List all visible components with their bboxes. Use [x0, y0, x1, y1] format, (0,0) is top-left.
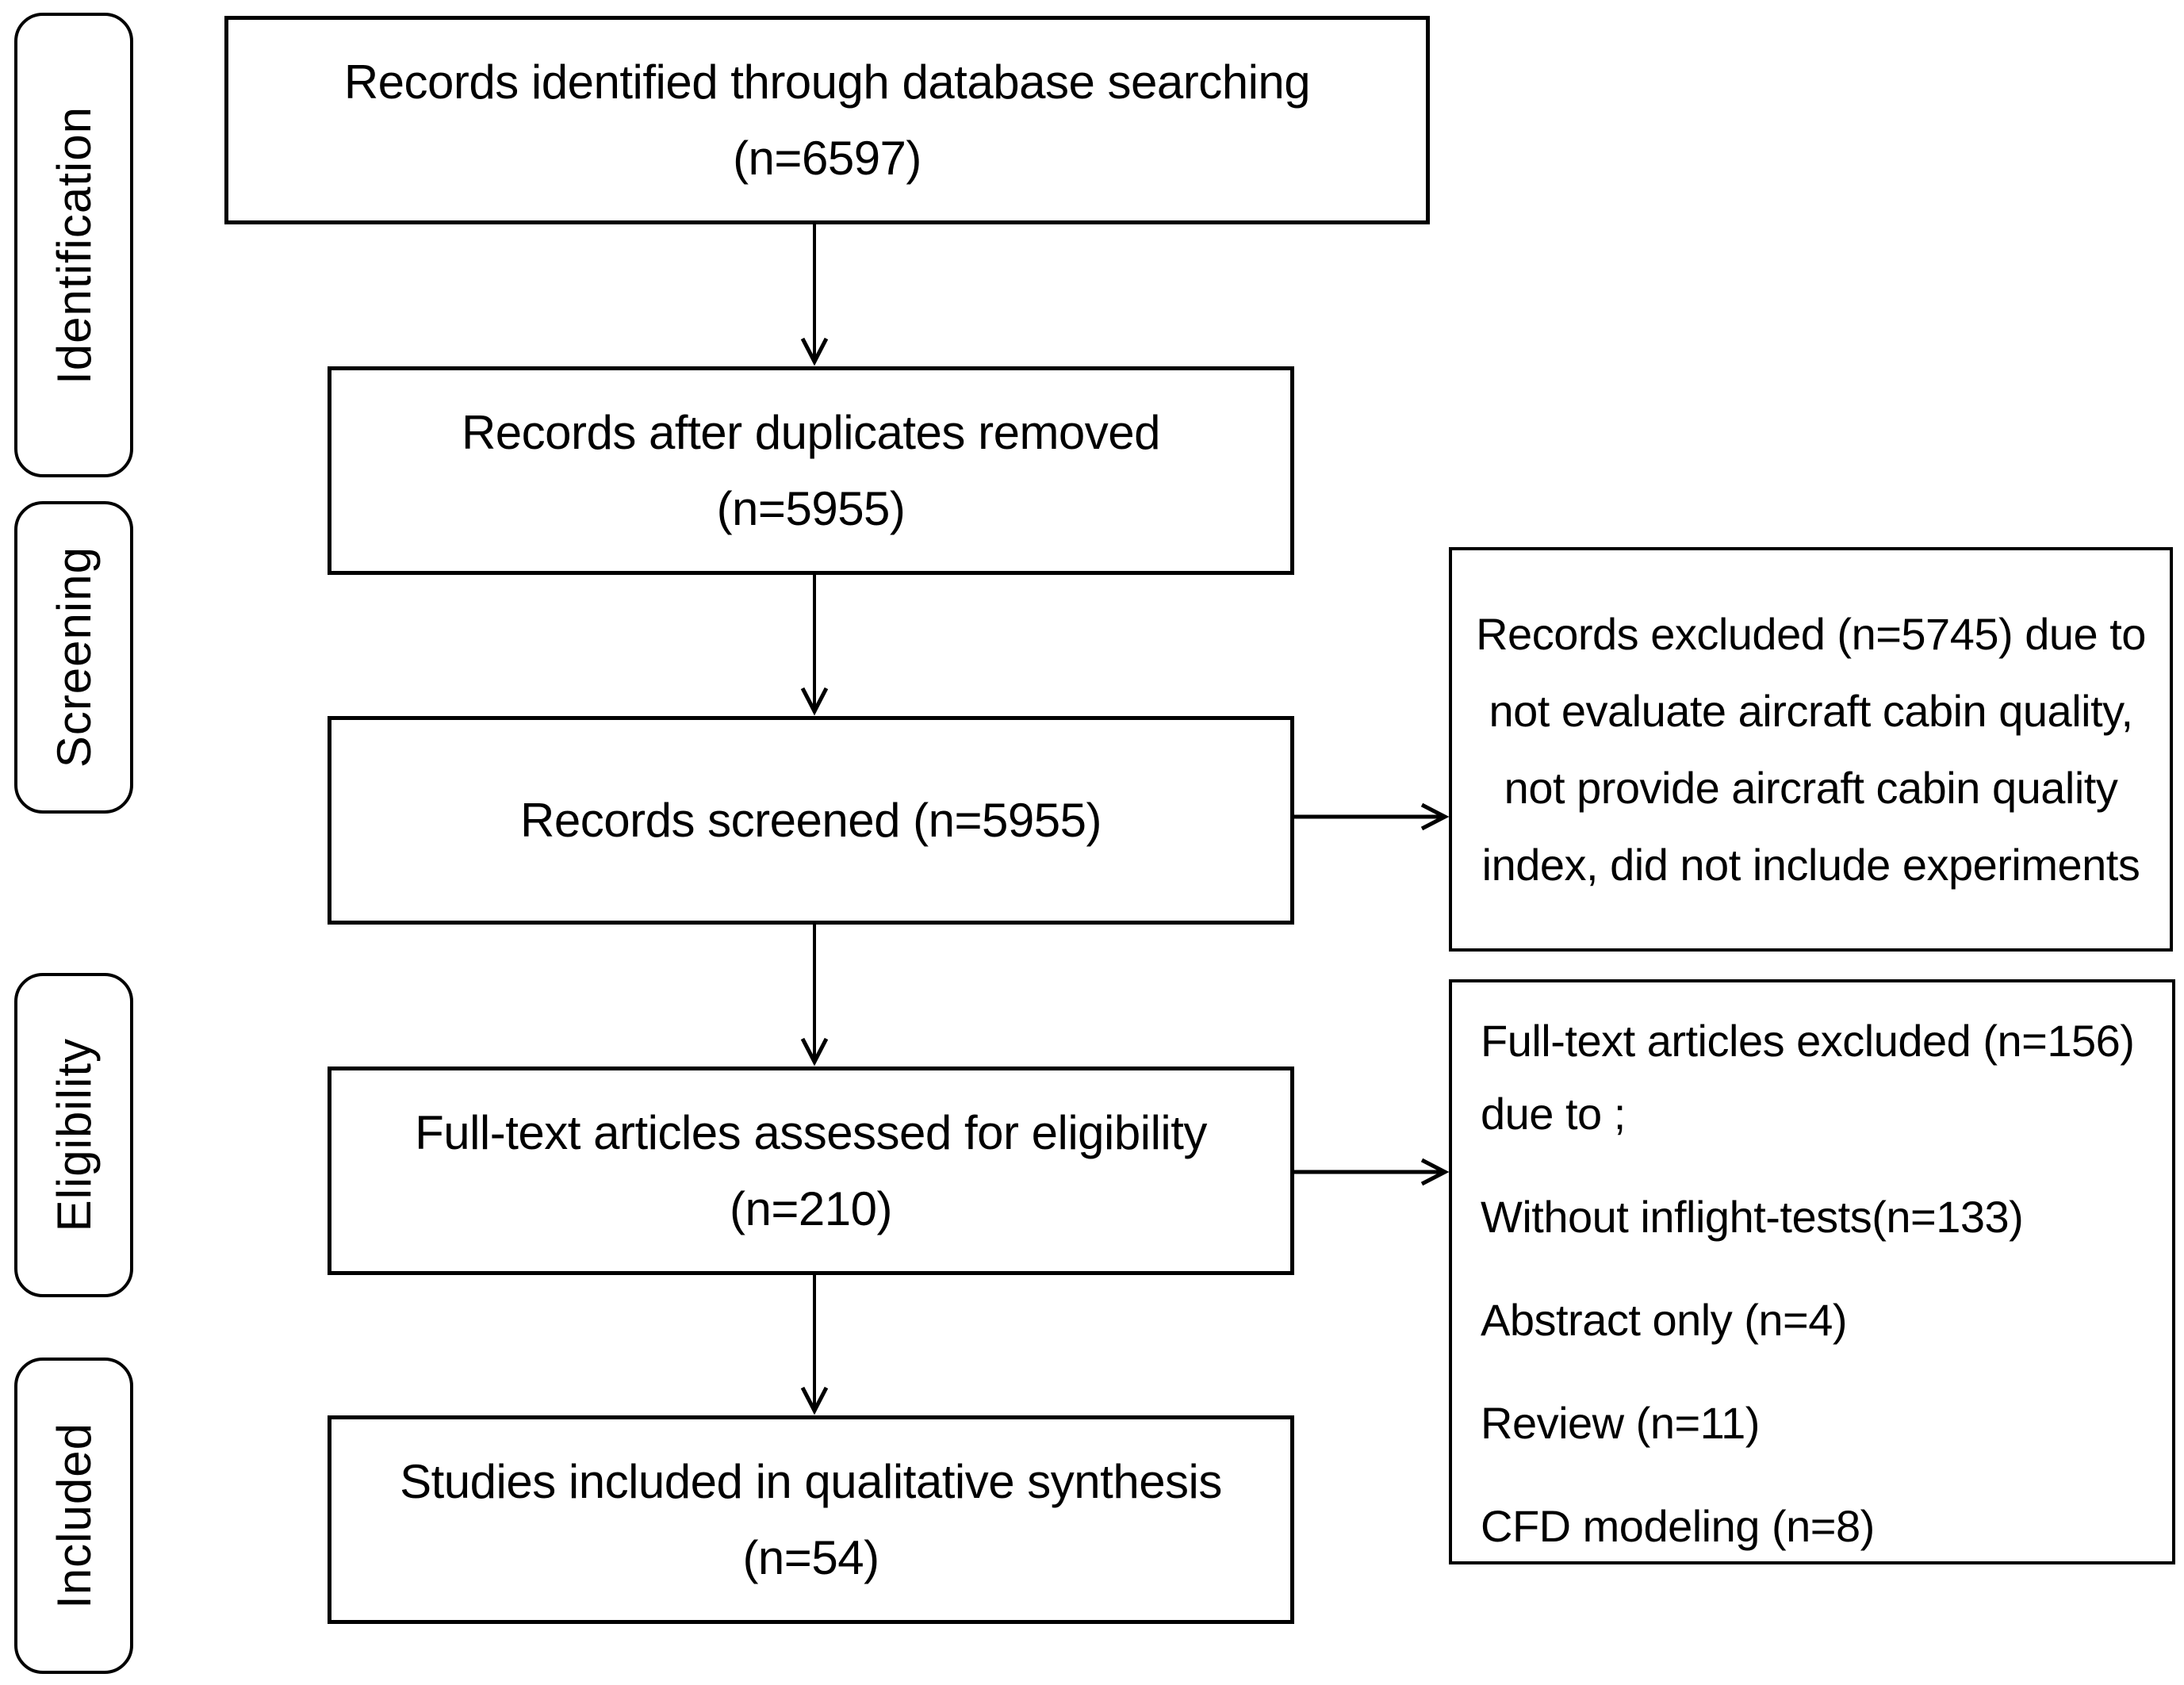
- box-records-after-duplicates-text: Records after duplicates removed: [461, 405, 1161, 459]
- stage-screening-label: Screening: [47, 546, 101, 768]
- exclusion-reason-abstract: Abstract only (n=4): [1481, 1295, 1848, 1345]
- stage-identification: Identification: [14, 13, 133, 477]
- box-records-identified-text: Records identified through database sear…: [343, 55, 1311, 109]
- exclusion-reason-inflight: Without inflight-tests(n=133): [1481, 1192, 2024, 1242]
- exclusion-reason-review: Review (n=11): [1481, 1398, 1760, 1448]
- box-records-identified: Records identified through database sear…: [224, 16, 1430, 224]
- stage-included-label: Included: [47, 1423, 101, 1609]
- box-records-after-duplicates: Records after duplicates removed (n=5955…: [328, 366, 1294, 575]
- box-records-after-duplicates-count: (n=5955): [716, 481, 906, 535]
- box-records-excluded: Records excluded (n=5745) due to not eva…: [1449, 547, 2173, 952]
- box-studies-included-text: Studies included in qualitative synthesi…: [400, 1454, 1222, 1508]
- exclusion-reason-cfd: CFD modeling (n=8): [1481, 1501, 1875, 1551]
- box-records-screened: Records screened (n=5955): [328, 716, 1294, 925]
- box-fulltext-excluded: Full-text articles excluded (n=156) due …: [1449, 979, 2175, 1564]
- box-fulltext-assessed: Full-text articles assessed for eligibil…: [328, 1067, 1294, 1275]
- box-records-excluded-text: Records excluded (n=5745) due to not eva…: [1476, 609, 2146, 890]
- box-studies-included-count: (n=54): [742, 1530, 879, 1584]
- stage-included: Included: [14, 1358, 133, 1674]
- box-records-screened-text: Records screened (n=5955): [520, 793, 1102, 847]
- box-fulltext-assessed-text: Full-text articles assessed for eligibil…: [415, 1105, 1207, 1159]
- box-fulltext-excluded-intro: Full-text articles excluded (n=156) due …: [1481, 1016, 2135, 1139]
- stage-eligibility-label: Eligibility: [47, 1038, 101, 1232]
- stage-eligibility: Eligibility: [14, 973, 133, 1297]
- stage-screening: Screening: [14, 501, 133, 814]
- box-studies-included: Studies included in qualitative synthesi…: [328, 1415, 1294, 1624]
- box-fulltext-assessed-count: (n=210): [730, 1181, 892, 1235]
- stage-identification-label: Identification: [47, 105, 101, 385]
- box-records-identified-count: (n=6597): [733, 131, 921, 185]
